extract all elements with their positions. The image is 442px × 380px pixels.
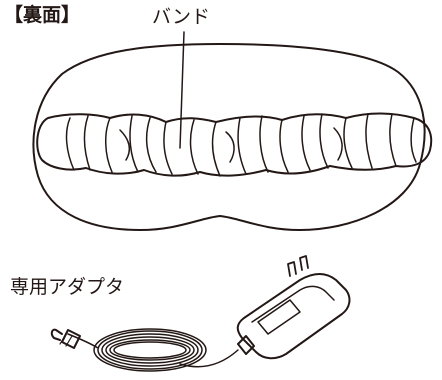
dc-plug	[50, 328, 81, 349]
band-leader-line	[179, 31, 185, 149]
band-callout-label: バンド	[152, 6, 210, 28]
cable-coil	[67, 328, 239, 372]
adapter-label: 専用アダプタ	[10, 276, 125, 298]
dc-plug-body	[61, 329, 81, 349]
cord-strain-relief	[237, 335, 255, 355]
back-side-heading: 【裏面】	[4, 4, 81, 26]
adapter-label-plate	[257, 299, 301, 335]
ac-adapter	[236, 255, 351, 360]
strap-band	[36, 112, 433, 177]
strap-outline	[36, 112, 433, 177]
dc-plug-tip	[50, 328, 63, 341]
adapter-body	[236, 273, 351, 360]
plug-prongs	[287, 255, 309, 277]
strap-gathers	[65, 113, 417, 177]
adapter-face	[251, 285, 335, 323]
eye-mask-outline	[32, 43, 426, 231]
